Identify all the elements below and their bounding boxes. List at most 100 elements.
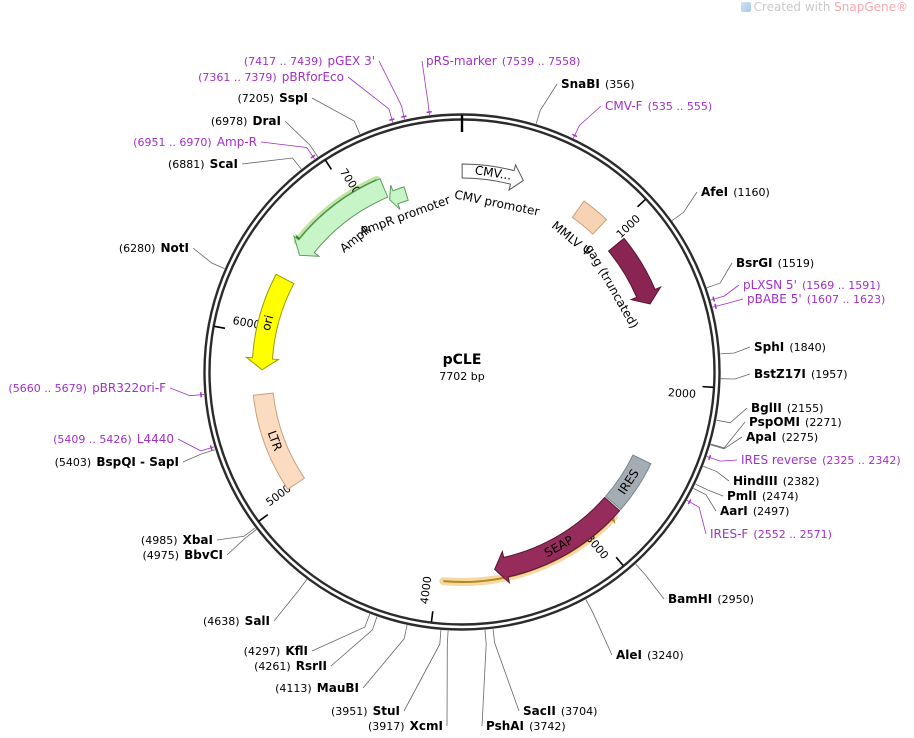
feature-cmv[interactable]: CMV...	[462, 163, 523, 190]
primer-position: (535 .. 555)	[648, 100, 713, 113]
enzyme-name: ApaI	[746, 430, 776, 444]
primer-position: (5660 .. 5679)	[8, 382, 87, 395]
enzyme-sacii[interactable]: SacII (3704)	[493, 629, 597, 719]
feature-ampr[interactable]: AmpR	[294, 179, 388, 257]
enzyme-bamhi[interactable]: BamHI (2950)	[636, 564, 754, 607]
enzyme-position: (2950)	[717, 593, 754, 606]
enzyme-alei[interactable]: AleI (3240)	[586, 600, 684, 664]
enzyme-name: BamHI	[668, 592, 712, 606]
enzyme-label: HindIII (2382)	[733, 470, 819, 489]
watermark: Created with SnapGene®	[741, 0, 908, 14]
feature-label-cmv-promoter: CMV promoter	[453, 187, 541, 218]
primer-name: pBR322ori-F	[92, 381, 166, 395]
enzyme-leader	[672, 192, 697, 221]
primer-leader	[261, 142, 315, 159]
enzyme-name: PshAI	[486, 719, 524, 733]
enzyme-label: SacII (3704)	[523, 700, 597, 719]
feature-ires[interactable]: IRES	[606, 455, 651, 509]
enzyme-position: (4975)	[142, 549, 179, 562]
enzyme-leader	[717, 408, 748, 423]
enzyme-bstz17i[interactable]: BstZ17I (1957)	[721, 363, 848, 382]
feature-shape	[390, 185, 409, 209]
snapgene-logo-icon	[741, 2, 751, 12]
svg-text:CMV promoter: CMV promoter	[453, 187, 541, 218]
enzyme-position: (2382)	[783, 475, 820, 488]
primer-position: (5409 .. 5426)	[53, 433, 132, 446]
plasmid-size: 7702 bp	[439, 370, 484, 383]
primer-amp-r[interactable]: (6951 .. 6970) Amp-R	[133, 131, 315, 159]
primer-name: pRS-marker	[426, 54, 497, 68]
enzyme-stui[interactable]: (3951) StuI	[331, 630, 441, 719]
enzyme-leader	[193, 248, 225, 269]
primer-mark	[389, 119, 394, 120]
enzyme-leader	[217, 528, 255, 540]
enzyme-leader	[703, 466, 729, 481]
primer-leader	[178, 439, 214, 451]
primer-name: pBRforEco	[282, 70, 344, 84]
primer-cmv-f[interactable]: CMV-F (535 .. 555)	[572, 95, 712, 138]
enzyme-sali[interactable]: (4638) SalI	[203, 579, 307, 629]
enzyme-name: PspOMI	[749, 415, 800, 429]
enzyme-scai[interactable]: (6881) ScaI	[168, 153, 301, 172]
tick-mark-6000	[214, 326, 225, 328]
enzyme-leader	[447, 631, 448, 726]
primer-mark	[401, 116, 406, 117]
enzyme-position: (1957)	[811, 368, 848, 381]
enzyme-name: BspQI - SapI	[96, 455, 179, 469]
enzyme-name: XbaI	[183, 533, 213, 547]
enzyme-label: (6978) DraI	[211, 110, 281, 129]
tick-mark-5000	[259, 515, 268, 522]
primer-position: (6951 .. 6970)	[133, 136, 212, 149]
enzyme-name: XcmI	[410, 719, 443, 733]
enzyme-name: SalI	[245, 614, 270, 628]
enzyme-leader	[285, 121, 318, 157]
enzyme-leader	[696, 484, 724, 496]
enzyme-xcmi[interactable]: (3917) XcmI	[368, 631, 448, 734]
tick-mark-1000	[638, 199, 646, 207]
primer-pgex-3[interactable]: (7417 .. 7439) pGEX 3'	[244, 50, 407, 119]
primer-mark	[715, 304, 716, 309]
primer-ires-reverse[interactable]: IRES reverse (2325 .. 2342)	[707, 449, 901, 468]
enzyme-leader	[227, 530, 256, 556]
enzyme-position: (6978)	[211, 115, 248, 128]
enzyme-position: (2275)	[782, 431, 819, 444]
enzyme-name: KflI	[285, 644, 308, 658]
primer-pbr322ori-f[interactable]: (5660 .. 5679) pBR322ori-F	[8, 377, 204, 397]
primer-name: Amp-R	[217, 135, 257, 149]
enzyme-noti[interactable]: (6280) NotI	[119, 237, 225, 269]
enzyme-afei[interactable]: AfeI (1160)	[672, 181, 770, 221]
enzyme-label: (5403) BspQI - SapI	[55, 451, 179, 470]
feature-gag-truncated[interactable]: gag (truncated)	[582, 238, 660, 331]
enzyme-sphi[interactable]: SphI (1840)	[720, 336, 826, 355]
primer-position: (7361 .. 7379)	[198, 71, 277, 84]
tick-label-2000: 2000	[668, 386, 697, 401]
tick-label-4000: 4000	[418, 575, 434, 604]
enzyme-position: (4638)	[203, 615, 240, 628]
enzyme-leader	[183, 450, 215, 462]
enzyme-name: AleI	[616, 648, 642, 662]
primer-label: (7417 .. 7439) pGEX 3'	[244, 50, 375, 69]
enzyme-label: (4113) MauBI	[275, 677, 359, 696]
primer-prs-marker[interactable]: pRS-marker (7539 .. 7558)	[422, 50, 580, 115]
primer-leader	[713, 299, 743, 307]
site-layer: SnaBI (356)AfeI (1160)BsrGI (1519)SphI (…	[8, 50, 900, 734]
enzyme-label: BstZ17I (1957)	[754, 363, 848, 382]
primer-mark	[713, 297, 714, 302]
enzyme-pshai[interactable]: PshAI (3742)	[482, 630, 566, 734]
primer-l4440[interactable]: (5409 .. 5426) L4440	[53, 428, 214, 451]
enzyme-drai[interactable]: (6978) DraI	[211, 110, 318, 157]
enzyme-leader	[707, 263, 732, 288]
primer-leader	[573, 106, 601, 138]
enzyme-bspqi-sapi[interactable]: (5403) BspQI - SapI	[55, 450, 215, 470]
enzyme-position: (2271)	[805, 416, 842, 429]
enzyme-label: (3951) StuI	[331, 700, 400, 719]
enzyme-name: RsrII	[296, 659, 327, 673]
enzyme-leader	[636, 564, 664, 599]
primer-name: pLXSN 5'	[743, 278, 797, 292]
feature-ltr[interactable]: LTR	[253, 393, 304, 489]
enzyme-leader	[711, 437, 743, 449]
enzyme-name: HindIII	[733, 474, 778, 488]
enzyme-name: ScaI	[210, 157, 238, 171]
enzyme-label: (6280) NotI	[119, 237, 189, 256]
enzyme-label: BglII (2155)	[751, 397, 823, 416]
